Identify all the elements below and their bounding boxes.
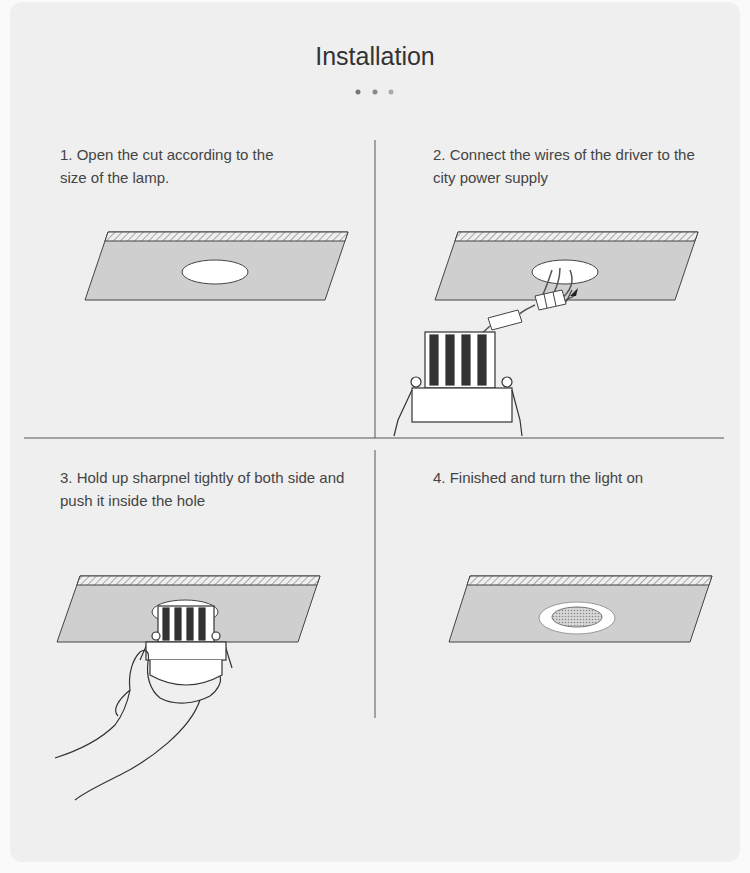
page-title: Installation (0, 42, 750, 71)
illustration-part (425, 332, 495, 388)
illustration-part (373, 90, 378, 95)
illustration-part (412, 388, 512, 422)
ceiling-finished (449, 576, 712, 642)
illustration-part (160, 676, 221, 703)
illustration-part (532, 260, 598, 284)
illustration-part (77, 576, 320, 585)
illustration-part (553, 292, 556, 306)
illustration-part (467, 576, 712, 585)
illustration-part (478, 335, 486, 385)
illustration-part (212, 632, 220, 640)
illustration-part (199, 608, 205, 640)
illustration-part (182, 260, 248, 284)
illustration-part (116, 690, 130, 716)
divider-lines (24, 140, 724, 718)
card (10, 2, 740, 862)
illustration-part (175, 608, 181, 640)
illustration-part (375, 450, 376, 718)
ceiling-with-wires (435, 232, 698, 300)
ceiling-with-cut (85, 232, 348, 300)
illustration-part (356, 90, 361, 95)
illustration-part (430, 335, 438, 385)
illustration-part (146, 642, 226, 660)
illustration-part (455, 232, 698, 241)
step-instruction: 4. Finished and turn the light on (433, 466, 725, 489)
illustration-part (539, 602, 615, 634)
illustration-part (502, 377, 512, 387)
illustration-part (375, 140, 376, 438)
illustration-part (85, 232, 348, 300)
illustration-part (75, 700, 200, 800)
ceiling-with-lamp (57, 576, 320, 642)
illustration-part (55, 690, 130, 758)
illustration-part (152, 632, 160, 640)
illustration-part (24, 438, 724, 439)
illustration-part (150, 660, 222, 685)
illustration-part (535, 290, 566, 310)
wire-connector (535, 288, 578, 310)
illustration-part (163, 608, 169, 640)
illustration-part (129, 650, 148, 690)
illustration-part (187, 608, 193, 640)
illustration-part (518, 305, 535, 316)
illustration-part (148, 662, 161, 698)
illustration-part (512, 390, 522, 436)
illustration-part (544, 294, 547, 308)
illustration-part (411, 377, 421, 387)
step-instruction: 3. Hold up sharpnel tightly of both side… (60, 466, 352, 512)
illustration-part (105, 232, 348, 241)
step-instruction: 1. Open the cut according to the size of… (60, 143, 280, 189)
hand-drawing (55, 650, 221, 800)
illustration-part (570, 288, 578, 296)
lamp-in-hand (140, 606, 232, 685)
step-instruction: 2. Connect the wires of the driver to th… (433, 143, 705, 189)
page-dots (356, 90, 394, 95)
illustration-part (57, 576, 320, 642)
illustration-part (446, 335, 454, 385)
downlight-lamp (394, 332, 522, 436)
illustration-part (488, 310, 522, 330)
illustration-part (158, 606, 214, 642)
illustration-part (435, 232, 698, 300)
illustration-part (394, 390, 412, 436)
illustration-part (389, 90, 394, 95)
illustration-part (552, 607, 602, 627)
illustration-part (449, 576, 712, 642)
illustration-part (462, 335, 470, 385)
